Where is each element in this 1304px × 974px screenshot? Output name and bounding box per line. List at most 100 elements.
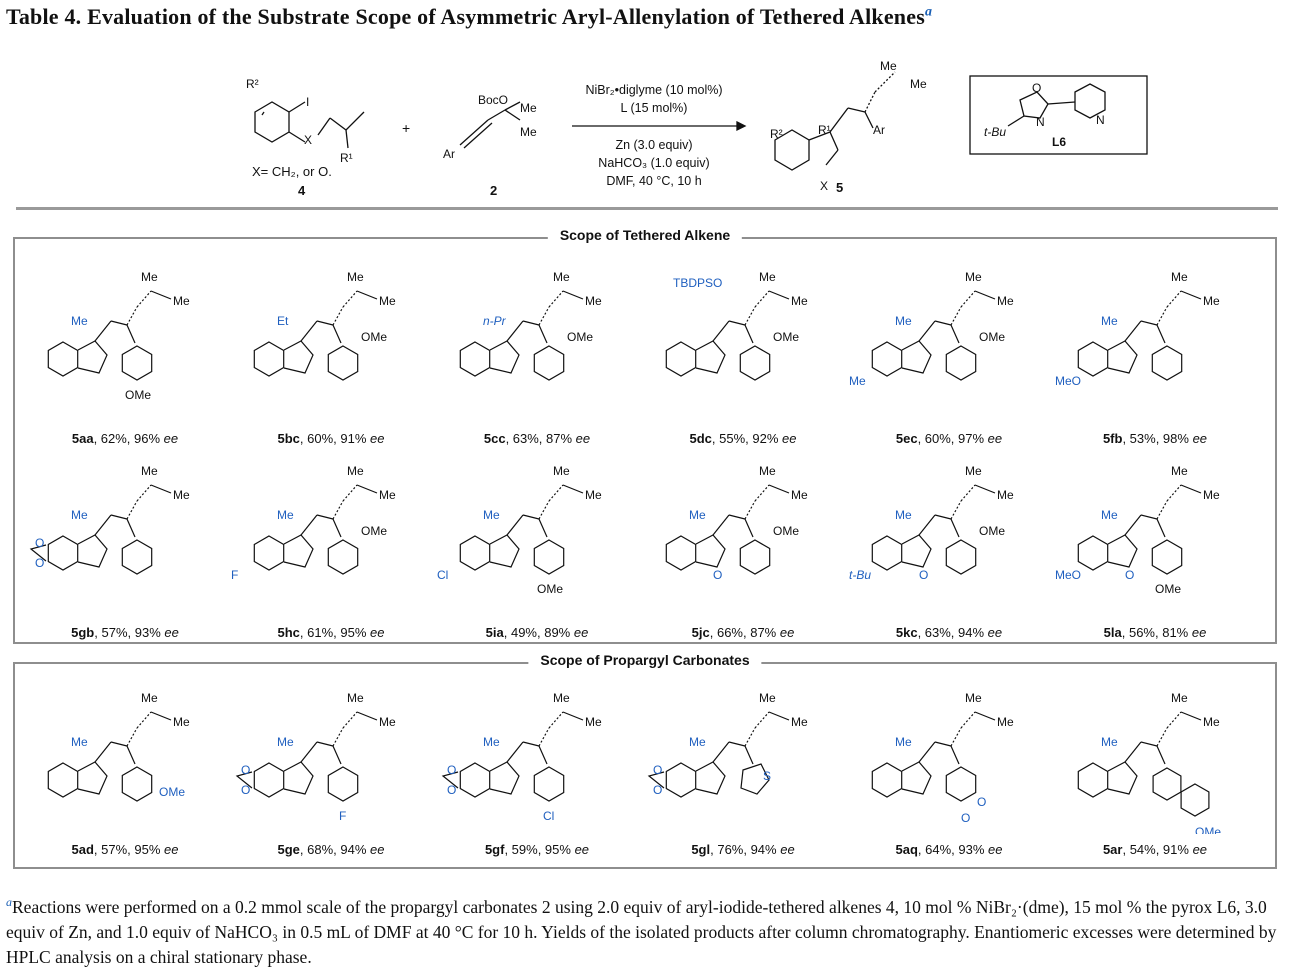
compound-label: 5gl, 76%, 94% ee bbox=[643, 842, 843, 857]
compound-id: 5la bbox=[1103, 625, 1122, 640]
svg-text:Me: Me bbox=[520, 125, 537, 139]
reactant1-id: 4 bbox=[298, 183, 306, 198]
svg-text:Me: Me bbox=[997, 715, 1014, 729]
svg-text:OMe: OMe bbox=[1155, 582, 1181, 596]
compound-label: 5ar, 54%, 91% ee bbox=[1055, 842, 1255, 857]
yield-ee: , 55%, 92% bbox=[711, 431, 783, 446]
svg-text:Me: Me bbox=[379, 715, 396, 729]
yield-ee: , 62%, 96% bbox=[93, 431, 164, 446]
ee-unit: ee bbox=[370, 625, 385, 640]
svg-text:Me: Me bbox=[791, 488, 808, 502]
svg-text:Me: Me bbox=[347, 270, 364, 284]
svg-text:O: O bbox=[35, 556, 44, 570]
ee-unit: ee bbox=[780, 842, 795, 857]
svg-text:Me: Me bbox=[585, 715, 602, 729]
divider-rule bbox=[16, 207, 1278, 210]
svg-text:Me: Me bbox=[347, 691, 364, 705]
yield-ee: , 59%, 95% bbox=[504, 842, 575, 857]
ee-unit: ee bbox=[987, 625, 1003, 640]
svg-text:Me: Me bbox=[910, 77, 927, 91]
ee-unit: ee bbox=[1192, 431, 1208, 446]
footnote-text: Reactions were performed on a 0.2 mmol s… bbox=[6, 896, 1277, 967]
svg-text:Me: Me bbox=[585, 488, 602, 502]
compound-id: 5hc bbox=[277, 625, 300, 640]
svg-text:Me: Me bbox=[553, 464, 570, 478]
svg-text:Me: Me bbox=[379, 294, 396, 308]
svg-text:t-Bu: t-Bu bbox=[984, 125, 1006, 139]
condition-reductant: Zn (3.0 equiv) bbox=[615, 138, 693, 152]
footnote: aReactions were performed on a 0.2 mmol … bbox=[6, 890, 1290, 970]
yield-ee: , 66%, 87% bbox=[709, 625, 780, 640]
compound-id: 5dc bbox=[689, 431, 712, 446]
svg-text:TBDPSO: TBDPSO bbox=[673, 276, 722, 290]
svg-text:Ar: Ar bbox=[443, 147, 455, 161]
svg-text:S: S bbox=[763, 769, 771, 783]
compound-label: 5gf, 59%, 95% ee bbox=[437, 842, 637, 857]
compound-label: 5la, 56%, 81% ee bbox=[1055, 625, 1255, 640]
compound-id: 5aq bbox=[895, 842, 918, 857]
compound-label: 5ad, 57%, 95% ee bbox=[25, 842, 225, 857]
svg-text:OMe: OMe bbox=[361, 524, 387, 538]
svg-text:OMe: OMe bbox=[979, 330, 1005, 344]
svg-text:Cl: Cl bbox=[437, 568, 448, 582]
svg-text:Me: Me bbox=[483, 508, 500, 522]
svg-text:Me: Me bbox=[277, 735, 294, 749]
svg-text:O: O bbox=[653, 763, 662, 777]
compound-id: 5aa bbox=[71, 431, 94, 446]
yield-ee: , 60%, 91% bbox=[299, 431, 371, 446]
compound-id: 5ec bbox=[895, 431, 918, 446]
svg-text:O: O bbox=[713, 568, 722, 582]
svg-text:R¹: R¹ bbox=[340, 151, 353, 165]
svg-text:Me: Me bbox=[689, 508, 706, 522]
compound-label: 5ec, 60%, 97% ee bbox=[849, 431, 1049, 446]
svg-text:Me: Me bbox=[1203, 488, 1220, 502]
svg-text:Me: Me bbox=[585, 294, 602, 308]
reaction-scheme: R² I X R¹ BocO Me Me Ar R² R¹ X Ar Me Me… bbox=[0, 40, 1304, 210]
compound-label: 5aa, 62%, 96% ee bbox=[25, 431, 225, 446]
svg-text:F: F bbox=[339, 809, 346, 823]
footnote-mark: a bbox=[6, 895, 12, 909]
svg-text:Me: Me bbox=[173, 294, 190, 308]
condition-base: NaHCO₃ (1.0 equiv) bbox=[598, 156, 710, 170]
product-id: 5 bbox=[836, 180, 844, 195]
compound-label: 5ia, 49%, 89% ee bbox=[437, 625, 637, 640]
svg-text:Me: Me bbox=[849, 374, 866, 388]
compound-label: 5bc, 60%, 91% ee bbox=[231, 431, 431, 446]
svg-text:Me: Me bbox=[553, 691, 570, 705]
compound-label: 5aq, 64%, 93% ee bbox=[849, 842, 1049, 857]
svg-text:Me: Me bbox=[997, 294, 1014, 308]
svg-text:L6: L6 bbox=[1052, 135, 1066, 149]
svg-text:Me: Me bbox=[277, 508, 294, 522]
ee-unit: ee bbox=[575, 431, 591, 446]
svg-text:O: O bbox=[35, 536, 44, 550]
compound-id: 5gl bbox=[691, 842, 711, 857]
yield-ee: , 63%, 94% bbox=[917, 625, 988, 640]
ee-unit: ee bbox=[164, 842, 179, 857]
svg-text:Me: Me bbox=[1171, 270, 1188, 284]
yield-ee: , 60%, 97% bbox=[917, 431, 988, 446]
compound-id: 5cc bbox=[483, 431, 506, 446]
svg-text:OMe: OMe bbox=[537, 582, 563, 596]
compound-id: 5ia bbox=[485, 625, 504, 640]
svg-text:Me: Me bbox=[689, 735, 706, 749]
compound-id: 5ad bbox=[71, 842, 94, 857]
svg-text:OMe: OMe bbox=[773, 524, 799, 538]
svg-text:Me: Me bbox=[1101, 735, 1118, 749]
